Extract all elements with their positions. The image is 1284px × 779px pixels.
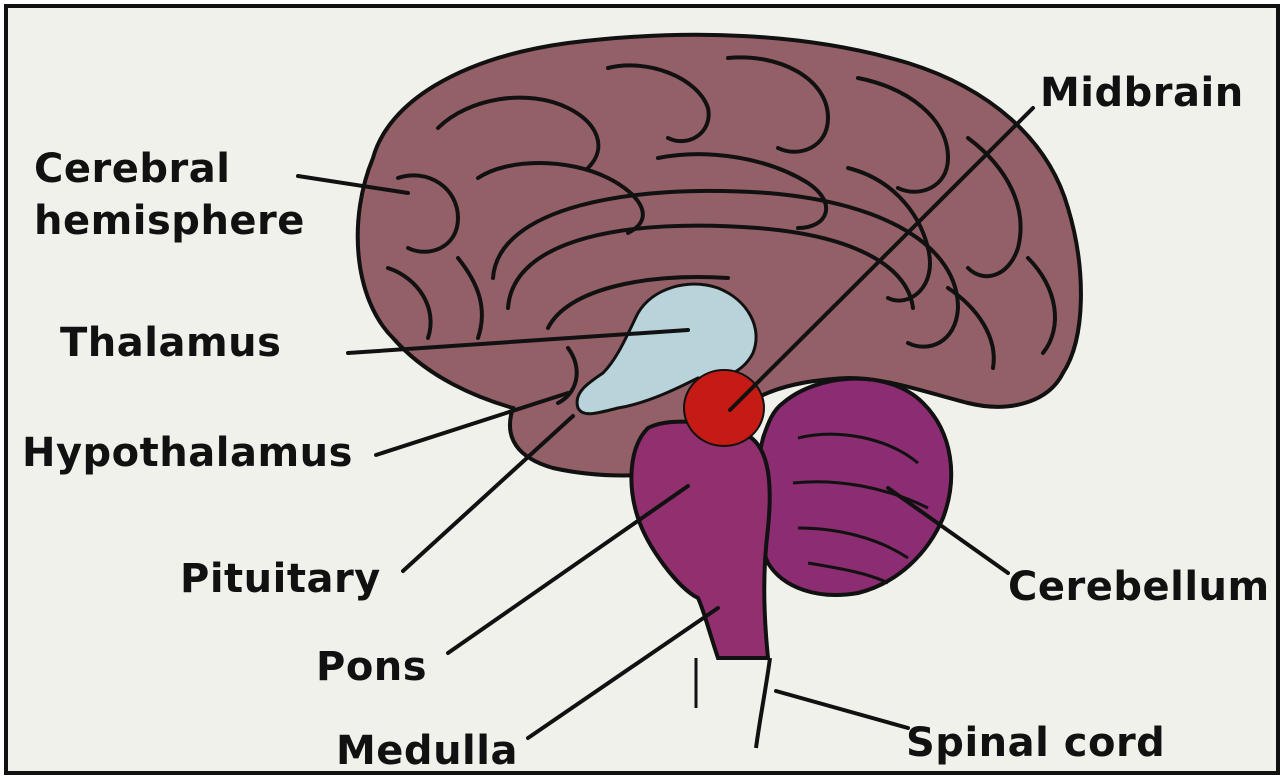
cerebellum-shape [756, 379, 951, 595]
label-spinal-cord: Spinal cord [906, 720, 1165, 766]
label-cerebellum: Cerebellum [1008, 564, 1270, 610]
label-cerebral-line1: Cerebral [34, 143, 305, 195]
diagram-frame: Cerebral hemisphere Thalamus Hypothalamu… [4, 4, 1280, 775]
leader-pons [448, 486, 688, 653]
midbrain-shape [684, 370, 764, 446]
leader-spinal-cord [776, 691, 908, 728]
label-pituitary: Pituitary [180, 556, 381, 602]
leader-medulla [528, 608, 718, 738]
label-hypothalamus: Hypothalamus [22, 430, 353, 476]
brain-diagram [8, 8, 1276, 771]
label-cerebral-line2: hemisphere [34, 195, 305, 247]
label-thalamus: Thalamus [60, 320, 281, 366]
label-midbrain: Midbrain [1040, 70, 1244, 116]
label-cerebral-hemisphere: Cerebral hemisphere [34, 143, 305, 247]
label-pons: Pons [316, 644, 427, 690]
brainstem-shape [631, 422, 769, 658]
label-medulla: Medulla [336, 728, 518, 774]
